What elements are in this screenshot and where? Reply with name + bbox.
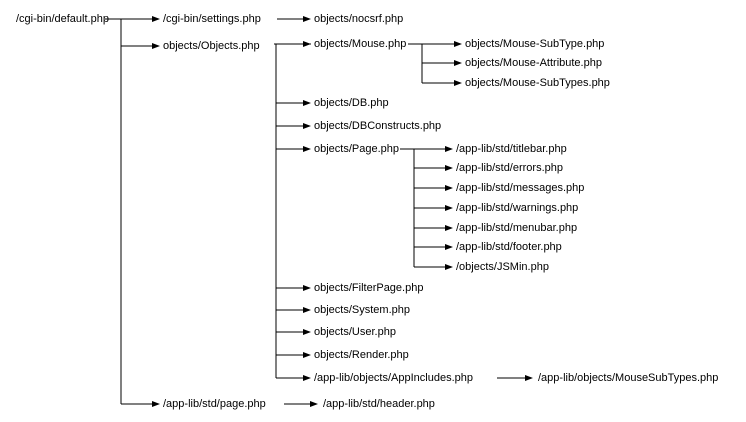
node-render: objects/Render.php — [314, 349, 409, 361]
edge-mouse-child-2-arrowhead — [454, 80, 462, 86]
node-jsmin: /objects/JSMin.php — [456, 261, 549, 273]
edge-default-objects-arrowhead — [152, 43, 160, 49]
node-mousesubtypes2: /app-lib/objects/MouseSubTypes.php — [538, 372, 718, 384]
node-titlebar: /app-lib/std/titlebar.php — [456, 143, 567, 155]
edge-page-child-2-arrowhead — [445, 185, 453, 191]
node-user: objects/User.php — [314, 326, 396, 338]
node-mouse-attribute: objects/Mouse-Attribute.php — [465, 57, 602, 69]
node-mouse: objects/Mouse.php — [314, 38, 406, 50]
node-default: /cgi-bin/default.php — [16, 13, 109, 25]
edge-stdpage-header-arrowhead — [310, 401, 318, 407]
edge-objects-child-7-arrowhead — [303, 375, 311, 381]
node-labels: /cgi-bin/default.php /cgi-bin/settings.p… — [16, 13, 718, 410]
node-settings: /cgi-bin/settings.php — [163, 13, 261, 25]
edge-objects-child-0-arrowhead — [303, 100, 311, 106]
node-messages: /app-lib/std/messages.php — [456, 182, 584, 194]
edge-page-child-0-arrowhead — [445, 146, 453, 152]
edge-objects-child-5-arrowhead — [303, 329, 311, 335]
trunk-default — [105, 18, 122, 404]
edge-page-child-1-arrowhead — [445, 165, 453, 171]
node-mouse-subtypes: objects/Mouse-SubTypes.php — [465, 77, 610, 89]
node-filterpage: objects/FilterPage.php — [314, 282, 423, 294]
edge-objects-child-1-arrowhead — [303, 123, 311, 129]
node-warnings: /app-lib/std/warnings.php — [456, 202, 578, 214]
node-mouse-subtype: objects/Mouse-SubType.php — [465, 38, 604, 50]
edge-objects-child-6-arrowhead — [303, 352, 311, 358]
node-std-page: /app-lib/std/page.php — [163, 398, 266, 410]
connector-lines — [105, 16, 533, 407]
edge-page-child-4-arrowhead — [445, 225, 453, 231]
edge-objects-child-2-arrowhead — [303, 146, 311, 152]
node-std-header: /app-lib/std/header.php — [323, 398, 435, 410]
edge-objects-child-4-arrowhead — [303, 307, 311, 313]
edge-mouse-child-0-arrowhead — [454, 41, 462, 47]
edge-mouse-child-1-arrowhead — [454, 60, 462, 66]
edge-page-child-3-arrowhead — [445, 205, 453, 211]
edge-default-settings-arrowhead — [152, 16, 160, 22]
edge-objects-child-3-arrowhead — [303, 285, 311, 291]
node-db: objects/DB.php — [314, 97, 389, 109]
node-dbconstructs: objects/DBConstructs.php — [314, 120, 441, 132]
edge-appincludes-mousesubtypes-arrowhead — [525, 375, 533, 381]
node-footer: /app-lib/std/footer.php — [456, 241, 562, 253]
edge-page-child-6-arrowhead — [445, 264, 453, 270]
edge-page-child-5-arrowhead — [445, 244, 453, 250]
node-objects: objects/Objects.php — [163, 40, 260, 52]
node-errors: /app-lib/std/errors.php — [456, 162, 563, 174]
node-appincludes: /app-lib/objects/AppIncludes.php — [314, 372, 473, 384]
node-system: objects/System.php — [314, 304, 410, 316]
edge-default-std-page-arrowhead — [152, 401, 160, 407]
node-menubar: /app-lib/std/menubar.php — [456, 222, 577, 234]
node-nocsrf: objects/nocsrf.php — [314, 13, 403, 25]
node-page: objects/Page.php — [314, 143, 399, 155]
edge-objects-mouse-arrowhead — [303, 41, 311, 47]
edge-settings-nocsrf-arrowhead — [303, 16, 311, 22]
